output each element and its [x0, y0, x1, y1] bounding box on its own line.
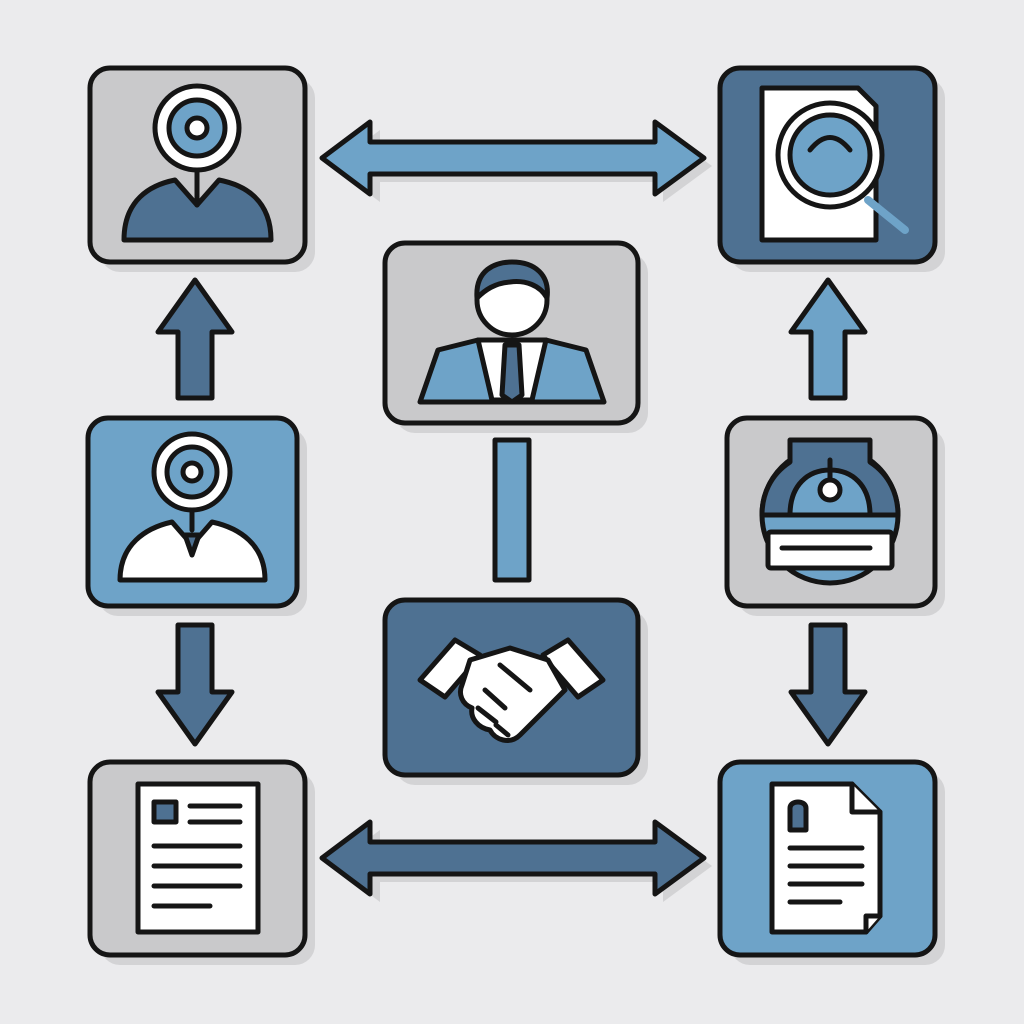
arrow-down-right [788, 622, 868, 747]
node-center-top[interactable] [382, 240, 641, 426]
connector-line [492, 437, 532, 583]
handshake-icon [417, 637, 606, 743]
node-middle-left[interactable] [85, 415, 300, 609]
contract-document-icon [769, 781, 883, 935]
node-middle-right[interactable] [724, 415, 938, 609]
arrow-up-left [155, 277, 235, 401]
document-icon [135, 781, 261, 935]
node-bottom-left[interactable] [87, 759, 308, 958]
node-top-right[interactable] [717, 65, 938, 265]
double-arrow-bottom [319, 819, 712, 902]
node-bottom-right[interactable] [717, 759, 938, 958]
businessman-icon [417, 259, 607, 405]
badge-seal-icon [759, 437, 901, 586]
double-arrow-top [319, 119, 712, 202]
node-top-left[interactable] [87, 65, 308, 265]
node-center-bottom[interactable] [382, 597, 641, 778]
arrow-up-right [788, 277, 868, 401]
arrow-down-left [155, 622, 235, 747]
person-target-icon [117, 431, 268, 583]
document-magnifier-icon [759, 85, 909, 243]
person-target-icon [121, 83, 274, 243]
